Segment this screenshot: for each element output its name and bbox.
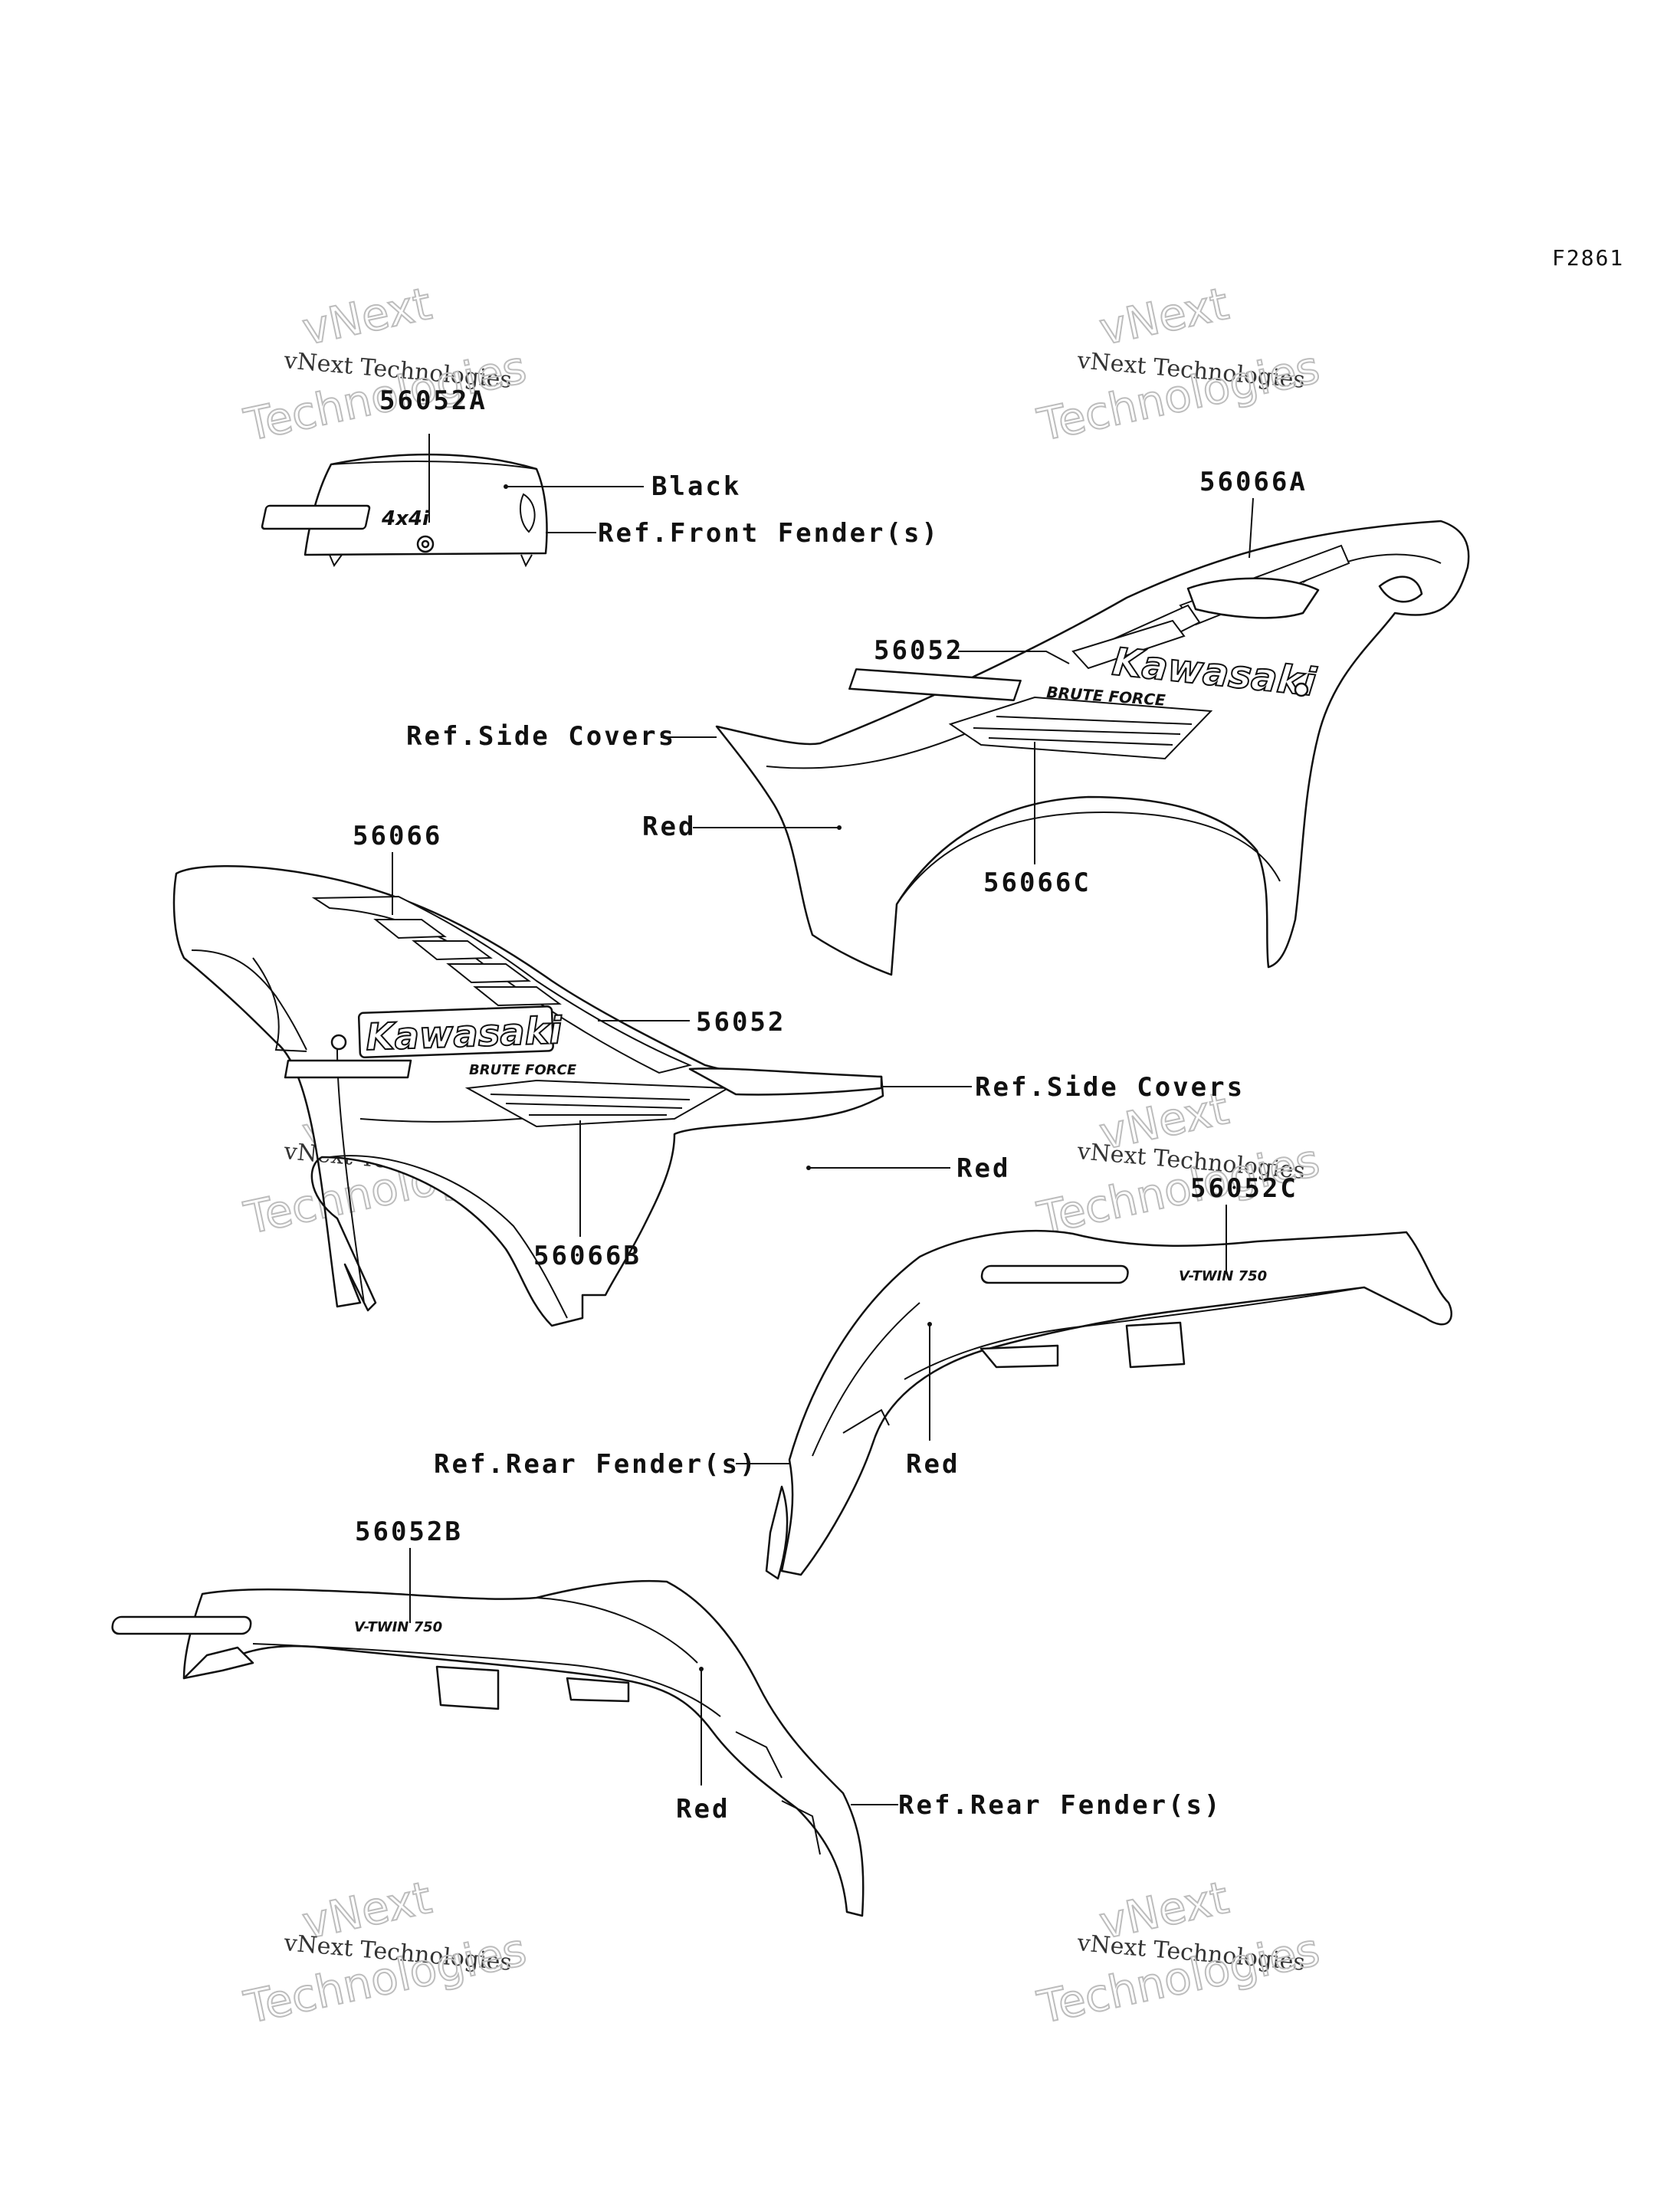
label-56066B: 56066B [533, 1241, 641, 1271]
rear-lower-mount-2 [566, 1677, 630, 1703]
stripe-block-56066C-lines [973, 716, 1193, 746]
label-ref-side-covers-right: Ref.Side Covers [406, 721, 676, 752]
left-cover-bolt [330, 1034, 347, 1051]
label-black: Black [651, 471, 741, 502]
rear-upper-mount-2 [1125, 1321, 1186, 1369]
right-side-cover-part: Kawasaki BRUTE FORCE [715, 520, 1470, 976]
left-cover-seat-rail [688, 1067, 883, 1096]
rear-lower-brackets [735, 1731, 821, 1855]
stripe-block-56066B-lines [490, 1094, 691, 1116]
label-56052-right: 56052 [874, 635, 963, 666]
watermark-word: vNext [1095, 277, 1233, 356]
vtwin-decal-upper: V-TWIN 750 [1179, 1268, 1267, 1284]
watermark-bottom-right: vNext vNext Technologies Technologies [1032, 1871, 1325, 2035]
brute-force-frame-left [284, 1059, 412, 1079]
label-56052-left: 56052 [696, 1007, 786, 1038]
front-fender-bolt-inner [421, 539, 430, 549]
rear-fender-upper-part: V-TWIN 750 [765, 1230, 1452, 1580]
watermark-top-right: vNext vNext Technologies Technologies [1032, 277, 1325, 452]
kawasaki-frame-left [357, 1005, 554, 1059]
right-cover-knob [1378, 575, 1423, 603]
watermark-word: vNext [298, 277, 436, 356]
leader-dot [927, 1322, 932, 1326]
leader-dot [837, 825, 842, 830]
label-56052C: 56052C [1190, 1173, 1298, 1204]
stripe-56066-2 [412, 940, 493, 961]
stripe-56066-3 [446, 963, 531, 984]
stripe-56066A-3 [1071, 619, 1186, 670]
leader-dot [504, 484, 508, 489]
rear-upper-foot [765, 1485, 789, 1580]
vtwin-frame-lower [111, 1615, 252, 1635]
vtwin-frame-upper [980, 1264, 1129, 1284]
label-56052B: 56052B [355, 1517, 463, 1547]
brute-force-frame-right [848, 668, 1022, 702]
label-red-left: Red [956, 1153, 1010, 1184]
badge-4x4-decal: 4x4i [381, 507, 430, 530]
front-fender-part: 4x4i [261, 453, 548, 568]
front-fender-lamp [519, 493, 536, 533]
rear-lower-mount-1 [435, 1665, 500, 1710]
label-56066C: 56066C [983, 867, 1091, 898]
label-red-right: Red [642, 812, 696, 842]
leader-dot [806, 1166, 811, 1170]
kawasaki-decal-left: Kawasaki [365, 1009, 563, 1059]
rear-lower-tip [182, 1646, 254, 1680]
right-cover-seat-block [1186, 577, 1320, 619]
rear-upper-bracket [842, 1408, 890, 1434]
leader-dot [699, 1667, 704, 1671]
label-ref-front-fender: Ref.Front Fender(s) [598, 518, 940, 549]
watermark-mid-right: vNext vNext Technologies Technologies [1032, 1081, 1325, 1245]
badge-4x4-frame [261, 504, 371, 530]
rear-fender-lower-part: V-TWIN 750 [111, 1579, 865, 1917]
left-cover-wheel-arch [329, 1155, 568, 1319]
left-cover-crease-2 [252, 957, 307, 1052]
watermark-top-left: vNext vNext Technologies Technologies [239, 277, 532, 452]
figure-code: F2861 [1552, 245, 1624, 271]
stripe-56066-4 [473, 986, 562, 1007]
label-56066A: 56066A [1199, 467, 1308, 497]
stripe-56066-1 [373, 919, 447, 939]
right-cover-wheel-arch [896, 811, 1281, 905]
leader-56066A [1249, 497, 1254, 559]
front-fender-ridge [330, 461, 537, 470]
left-side-cover-part: Kawasaki BRUTE FORCE [172, 865, 884, 1327]
vtwin-decal-lower: V-TWIN 750 [354, 1619, 442, 1635]
rear-upper-crease-1 [904, 1287, 1365, 1380]
rear-lower-crease-1 [252, 1643, 721, 1717]
label-red-rear-lower: Red [676, 1794, 730, 1825]
rear-upper-crease-2 [812, 1302, 920, 1457]
rear-upper-mount-1 [979, 1344, 1059, 1369]
rear-lower-crease-2 [536, 1597, 698, 1664]
label-ref-side-covers-left: Ref.Side Covers [975, 1072, 1245, 1103]
watermark-bottom-left: vNext vNext Technologies Technologies [239, 1871, 532, 2035]
label-red-rear-upper: Red [906, 1449, 960, 1480]
leader-56052-right [958, 651, 1070, 664]
label-ref-rear-fender-upper: Ref.Rear Fender(s) [434, 1449, 757, 1480]
label-56066: 56066 [353, 821, 442, 851]
right-cover-bolt [1294, 682, 1309, 697]
brute-force-decal-left: BRUTE FORCE [469, 1062, 577, 1078]
label-56052A: 56052A [379, 385, 487, 416]
rear-fender-upper-shape [780, 1230, 1452, 1576]
label-ref-rear-fender-lower: Ref.Rear Fender(s) [898, 1790, 1222, 1821]
front-fender-tabs [329, 554, 533, 568]
rear-fender-lower-shape [182, 1579, 865, 1917]
